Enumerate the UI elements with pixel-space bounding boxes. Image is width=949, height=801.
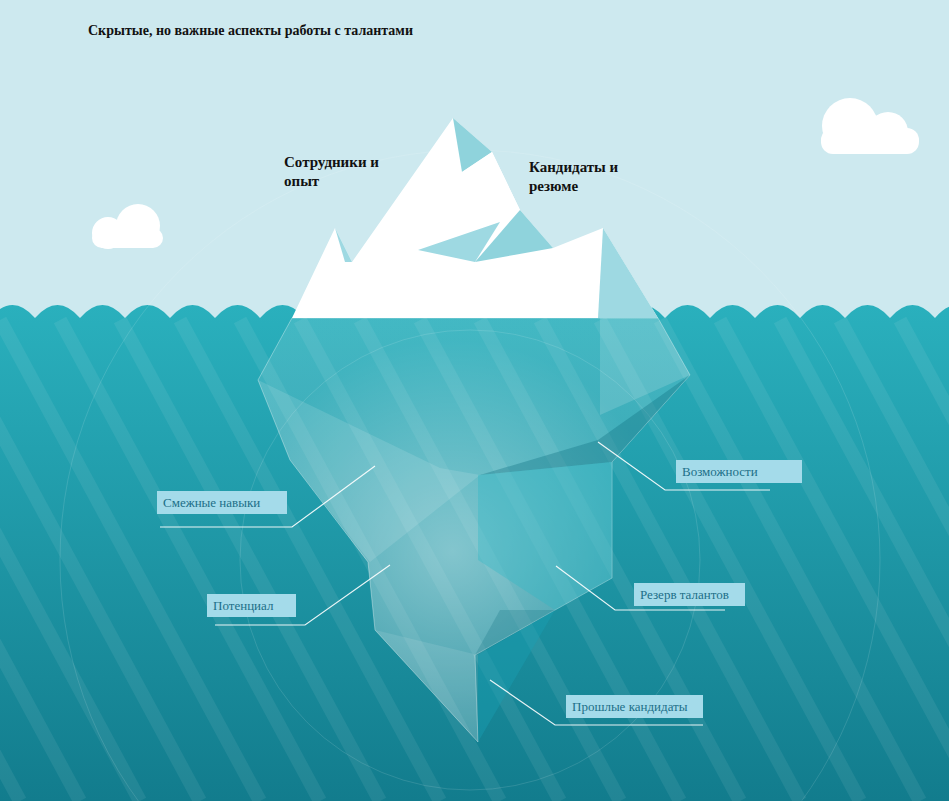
water-stripe	[900, 320, 949, 801]
iceberg-label: Кандидаты и резюме	[529, 158, 641, 196]
cloud	[92, 204, 163, 249]
callout-box: Возможности	[676, 460, 802, 483]
callout-label: Потенциал	[213, 598, 290, 613]
callout-box: Потенциал	[207, 594, 296, 617]
callout-label: Прошлые кандидаты	[572, 699, 697, 714]
water-rings	[60, 150, 880, 801]
callout-label: Возможности	[682, 464, 796, 479]
callout-label: Резерв талантов	[640, 587, 739, 602]
callout-box: Резерв талантов	[634, 583, 745, 606]
cloud	[821, 98, 919, 154]
callout-box: Прошлые кандидаты	[566, 695, 703, 718]
callout-label: Смежные навыки	[163, 495, 281, 510]
leader-line	[160, 442, 770, 725]
water-stripe	[780, 320, 949, 801]
iceberg-underwater	[258, 318, 690, 742]
callout-box: Смежные навыки	[157, 491, 287, 514]
diagram-title: Скрытые, но важные аспекты работы с тала…	[88, 23, 413, 39]
iceberg-tip	[292, 118, 658, 318]
iceberg-label: Сотрудники и опыт	[284, 153, 396, 191]
